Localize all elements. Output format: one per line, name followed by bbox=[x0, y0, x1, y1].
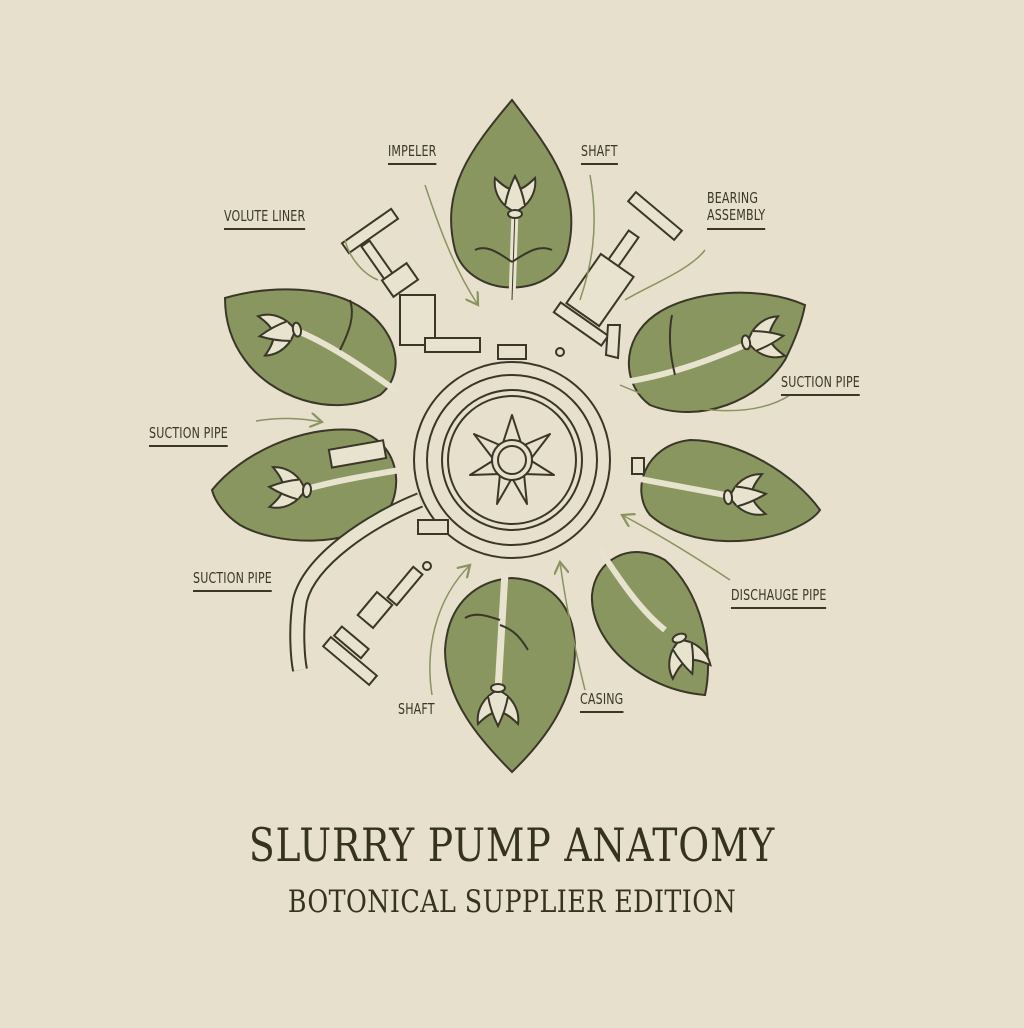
diagram-title: SLURRY PUMP ANATOMY bbox=[248, 818, 776, 872]
valve-upper-left bbox=[340, 207, 481, 353]
leaf-lower-right bbox=[590, 548, 713, 697]
label-suction-pipe-lower-left: SUCTION PIPE bbox=[193, 569, 272, 593]
valve-lower-left bbox=[321, 565, 424, 687]
leaf-bottom bbox=[443, 571, 577, 774]
label-bearing-assembly: BEARING ASSEMBLY bbox=[707, 189, 766, 230]
label-impeler: IMPELER bbox=[388, 142, 437, 166]
label-discharge-pipe: DISCHAUGE PIPE bbox=[731, 586, 827, 610]
misc-parts bbox=[422, 324, 645, 571]
leader-arrows bbox=[255, 174, 791, 696]
label-shaft-top: SHAFT bbox=[581, 142, 618, 166]
valve-upper-right bbox=[552, 190, 684, 347]
label-shaft-bottom: SHAFT bbox=[398, 700, 435, 718]
leaf-upper-right bbox=[624, 291, 807, 414]
leaf-upper-left bbox=[223, 288, 400, 407]
label-suction-pipe-right: SUCTION PIPE bbox=[781, 373, 860, 397]
leaf-top bbox=[450, 98, 573, 301]
label-volute-liner: VOLUTE LINER bbox=[224, 207, 306, 231]
leaf-right bbox=[634, 438, 822, 543]
leaf-lower-left-pipe bbox=[289, 492, 423, 672]
impeller bbox=[469, 414, 555, 505]
label-suction-pipe-left: SUCTION PIPE bbox=[149, 424, 228, 448]
label-casing: CASING bbox=[580, 690, 624, 714]
diagram-subtitle: BOTONICAL SUPPLIER EDITION bbox=[287, 884, 737, 920]
